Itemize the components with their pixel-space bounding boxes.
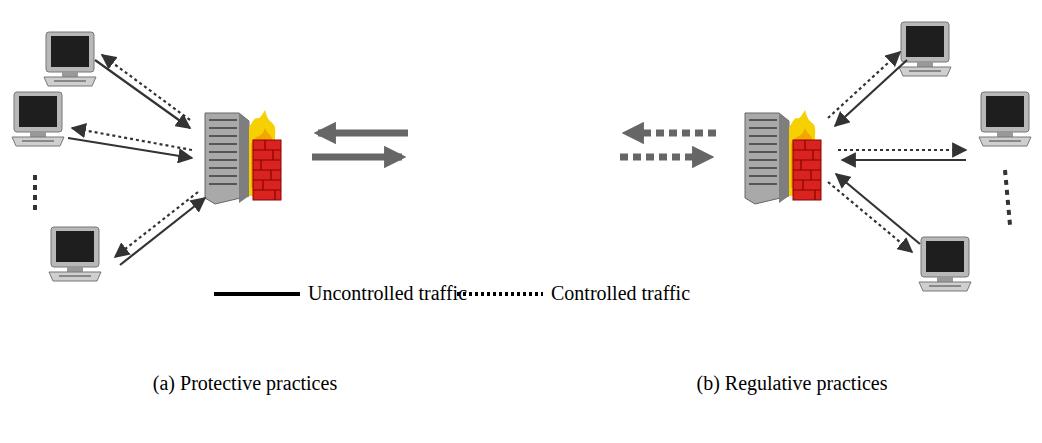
computer-icon <box>49 227 101 281</box>
caption-label: (b) Regulative practices <box>696 372 887 395</box>
computer-icon <box>12 92 64 146</box>
computer-icon <box>899 22 951 76</box>
server-firewall-icon <box>745 110 821 204</box>
legend-text: Uncontrolled traffic <box>308 282 467 305</box>
server-firewall-icon <box>205 110 281 204</box>
computer-icon <box>919 237 971 291</box>
legend-text: Controlled traffic <box>551 282 690 305</box>
legend-swatch <box>212 288 302 300</box>
computer-icon <box>44 32 96 86</box>
legend-item: Controlled traffic <box>455 282 690 305</box>
legend-item: Uncontrolled traffic <box>212 282 467 305</box>
legend-swatch <box>455 288 545 300</box>
caption-label: (a) Protective practices <box>153 372 337 395</box>
computer-icon <box>979 92 1031 146</box>
